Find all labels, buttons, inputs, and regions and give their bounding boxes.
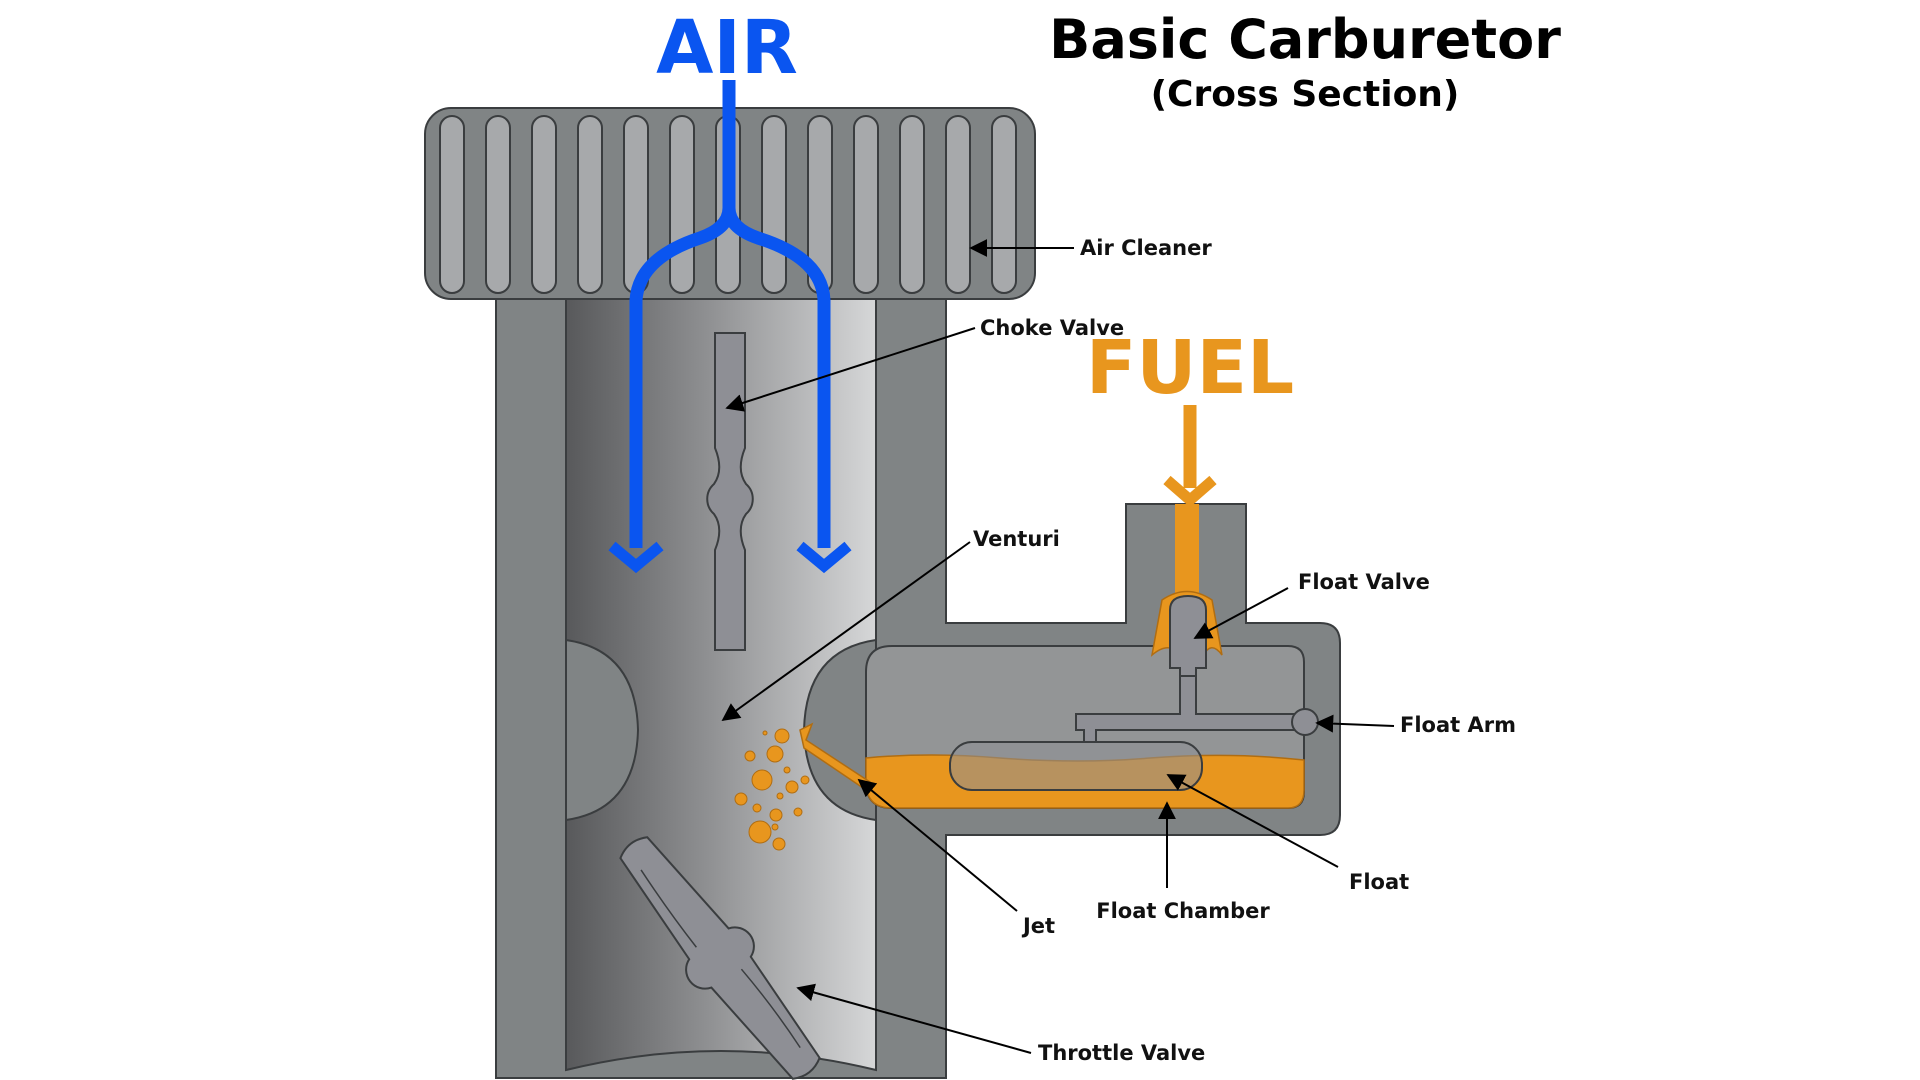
fuel-droplets xyxy=(734,728,810,851)
label-throttle-valve: Throttle Valve xyxy=(1038,1041,1205,1065)
venturi-left-wall xyxy=(565,638,640,822)
label-air-cleaner: Air Cleaner xyxy=(1080,236,1212,260)
air-flow-arrows xyxy=(629,80,831,548)
label-float-chamber: Float Chamber xyxy=(1096,899,1270,923)
float-valve-needle xyxy=(1169,594,1207,677)
label-float: Float xyxy=(1349,870,1409,894)
label-float-arm: Float Arm xyxy=(1400,713,1516,737)
throttle-valve xyxy=(619,836,821,1080)
air-arrow-left-head xyxy=(608,541,664,574)
choke-valve xyxy=(706,332,754,651)
carburetor-body xyxy=(495,294,1341,1079)
fuel-flow-label: FUEL xyxy=(1086,325,1294,411)
diagram-title: Basic Carburetor xyxy=(1049,8,1561,71)
air-arrow-right-head xyxy=(796,541,852,574)
label-venturi: Venturi xyxy=(973,527,1060,551)
float-arm-pivot xyxy=(1291,708,1319,736)
leader-lines xyxy=(721,239,1395,1054)
fuel-arrow-head xyxy=(1163,475,1217,508)
label-choke-valve: Choke Valve xyxy=(980,316,1124,340)
air-flow-label: AIR xyxy=(656,5,798,91)
label-jet: Jet xyxy=(1021,914,1055,938)
label-float-valve: Float Valve xyxy=(1298,570,1430,594)
diagram-subtitle: (Cross Section) xyxy=(1151,74,1460,115)
float xyxy=(949,741,1203,791)
